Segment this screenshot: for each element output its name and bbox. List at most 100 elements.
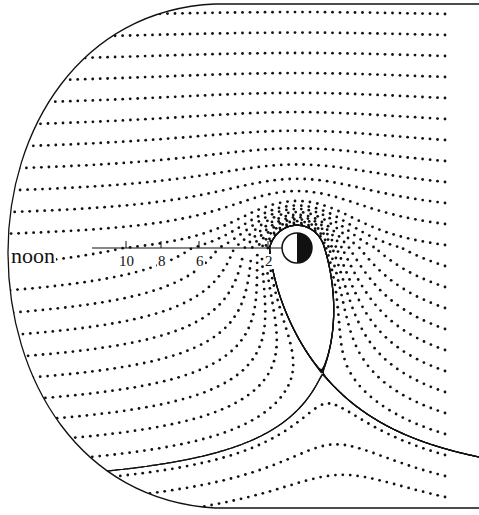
flow-dot [176, 177, 179, 180]
flow-dot [376, 153, 379, 156]
flow-dot [143, 362, 146, 365]
flow-dot [85, 229, 88, 232]
flow-dot [287, 384, 290, 387]
flow-dot [241, 112, 244, 115]
flow-dot [31, 376, 34, 379]
flow-dot [158, 512, 161, 515]
flow-dot [179, 352, 182, 355]
flow-dot [189, 396, 192, 399]
flow-dot [189, 115, 192, 118]
flow-dot [250, 320, 253, 323]
flow-dot [81, 207, 84, 210]
flow-dot [101, 301, 104, 304]
flow-dot [358, 447, 361, 450]
flow-dot [341, 473, 344, 476]
flow-dot [391, 155, 394, 158]
flow-dot [253, 389, 256, 392]
flow-dot [167, 220, 170, 223]
flow-dot [403, 350, 406, 353]
flow-dot [166, 117, 169, 120]
flow-dot [104, 323, 107, 326]
flow-dot [113, 367, 116, 370]
flow-dot [292, 356, 295, 359]
flow-dot [437, 325, 440, 328]
flow-dot [189, 33, 192, 36]
flow-dot [377, 376, 380, 379]
flow-dot [421, 178, 424, 181]
flow-dot [185, 196, 188, 199]
flow-dot [264, 72, 267, 75]
flow-dot [151, 13, 154, 16]
flow-dot [279, 147, 282, 150]
flow-dot [386, 457, 389, 460]
flow-dot [39, 144, 42, 147]
flow-dot [430, 322, 433, 325]
flow-dot [189, 136, 192, 139]
flow-dot [391, 53, 394, 56]
flow-dot [317, 227, 320, 230]
flow-dot [160, 334, 163, 337]
flow-dot [279, 222, 282, 225]
flow-dot [175, 157, 178, 160]
flow-dot [183, 302, 186, 305]
flow-dot [347, 167, 350, 170]
flow-dot [10, 232, 13, 235]
flow-dot [218, 208, 221, 211]
flow-dot [409, 271, 412, 274]
flow-dot [364, 222, 367, 225]
flow-dot [51, 209, 54, 212]
flow-dot [301, 11, 304, 14]
flow-dot [129, 55, 132, 58]
flow-dot [262, 237, 265, 240]
flow-dot [256, 52, 259, 55]
flow-dot [416, 337, 419, 340]
flow-dot [212, 362, 215, 365]
flow-dot [389, 386, 392, 389]
flow-dot [294, 200, 297, 203]
flow-dot [256, 269, 259, 272]
flow-dot [74, 479, 77, 482]
flow-dot [212, 134, 215, 137]
flow-dot [423, 319, 426, 322]
flow-dot [9, 102, 12, 105]
flow-dot [141, 202, 144, 205]
flow-dot [141, 472, 144, 475]
flow-dot [174, 400, 177, 403]
flow-dot [335, 227, 338, 230]
flow-dot [126, 495, 129, 498]
flow-dot [273, 360, 276, 363]
flow-dot [173, 444, 176, 447]
flow-dot [99, 369, 102, 372]
flow-dot [78, 164, 81, 167]
flow-dot [316, 52, 319, 55]
flow-dot [414, 177, 417, 180]
flow-dot [244, 422, 247, 425]
flow-dot [114, 141, 117, 144]
flow-dot [71, 305, 74, 308]
flow-dot [100, 227, 103, 230]
flow-dot [131, 341, 134, 344]
flow-dot [279, 31, 282, 34]
flow-dot [120, 274, 123, 277]
flow-dot [195, 234, 198, 237]
flow-dot [265, 165, 268, 168]
flow-dot [54, 36, 57, 39]
flow-dot [36, 210, 39, 213]
flow-dot [288, 221, 291, 224]
flow-dot [56, 417, 59, 420]
flow-dot [281, 178, 284, 181]
flow-dot [84, 14, 87, 17]
flow-dot [131, 182, 134, 185]
flow-dot [368, 234, 371, 237]
flow-dot [275, 346, 278, 349]
flow-dot [309, 52, 312, 55]
flow-dot [46, 375, 49, 378]
flow-dot [77, 121, 80, 124]
flow-dot [342, 278, 345, 281]
flow-dot [429, 200, 432, 203]
flow-dot [111, 389, 114, 392]
flow-dot [331, 269, 334, 272]
flow-dot [354, 52, 357, 55]
flow-dot [279, 396, 282, 399]
flow-dot [347, 229, 350, 232]
